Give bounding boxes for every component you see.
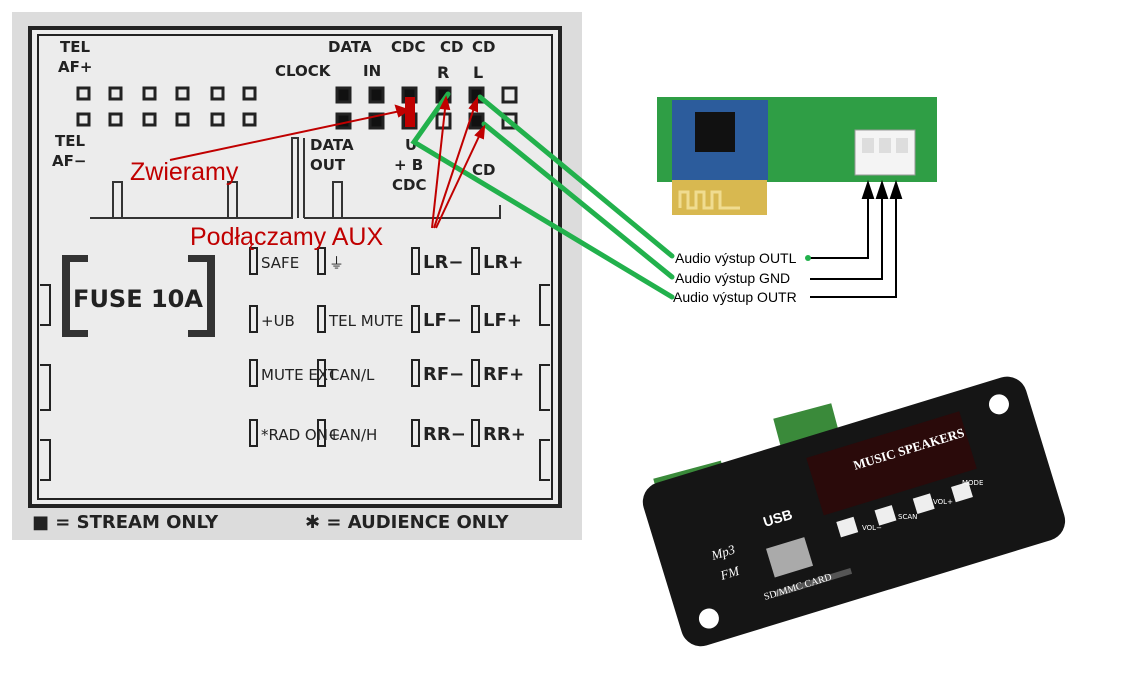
pin-bracket — [249, 305, 258, 333]
pin-label: RF+ — [483, 364, 524, 385]
label-data: DATA — [328, 38, 372, 56]
connector-panel: TEL AF+ TEL AF− DATA CDC CD CD CLOCK IN … — [12, 12, 582, 540]
pin-socket — [175, 86, 190, 101]
legend-audience-only: ✱ = AUDIENCE ONLY — [305, 512, 509, 533]
mp3-button-vol-minus[interactable]: VOL− — [862, 524, 882, 532]
pin-label: *RAD ON+ — [261, 426, 341, 444]
pin-bracket — [411, 305, 420, 333]
legend-stream-only: ■ = STREAM ONLY — [32, 512, 219, 533]
pin-label: MUTE EXT — [261, 366, 338, 384]
pin-label: CAN/H — [329, 426, 377, 444]
pin-socket — [501, 112, 518, 130]
label-tel-af-minus-1: TEL — [55, 132, 85, 150]
fuse-box: FUSE 10A — [62, 255, 215, 337]
pin-bracket — [317, 305, 326, 333]
label-gnd-cd: CD — [472, 161, 495, 179]
pin-socket — [335, 112, 352, 130]
pin-socket — [368, 86, 385, 104]
pin-bracket — [249, 359, 258, 387]
pin-label: LR+ — [483, 252, 523, 273]
pin-socket — [108, 86, 123, 101]
pin-bracket — [317, 247, 326, 275]
pin-label: RR− — [423, 424, 466, 445]
label-data-out-1: DATA — [310, 136, 354, 154]
label-audio-outr: Audio výstup OUTR — [673, 289, 797, 305]
pin-socket — [501, 86, 518, 104]
pin-bracket — [411, 419, 420, 447]
pin-grid-left — [76, 86, 257, 127]
pin-label: LR− — [423, 252, 463, 273]
pin-label: RR+ — [483, 424, 526, 445]
pin-socket — [210, 86, 225, 101]
pin-socket — [142, 86, 157, 101]
pin-bracket — [411, 359, 420, 387]
green-wires — [410, 91, 811, 300]
pin-bracket — [317, 419, 326, 447]
label-ub-2: + B — [394, 156, 423, 174]
label-audio-gnd: Audio výstup GND — [675, 270, 790, 286]
pin-socket — [76, 86, 91, 101]
pin-label: LF− — [423, 310, 462, 331]
mp3-logo-fm: FM — [718, 563, 742, 583]
fuse-label: FUSE 10A — [73, 285, 203, 313]
mp3-logo-mp3: Mp3 — [709, 541, 738, 563]
pin-socket — [242, 86, 257, 101]
label-cd-r: CD — [440, 38, 463, 56]
label-tel-af-plus-2: AF+ — [58, 58, 92, 76]
module-pin-arrows — [810, 179, 903, 298]
label-cd-l: CD — [472, 38, 495, 56]
label-data-out-2: OUT — [310, 156, 346, 174]
label-audio-outl: Audio výstup OUTL — [675, 250, 797, 266]
label-cdc: CDC — [391, 38, 425, 56]
pin-socket — [108, 112, 123, 127]
mp3-button-vol-plus[interactable]: VOL+ — [933, 498, 953, 506]
pin-bracket — [471, 419, 480, 447]
pin-bracket — [471, 359, 480, 387]
red-annotations — [169, 95, 486, 229]
pin-bracket — [471, 305, 480, 333]
pin-socket — [335, 86, 352, 104]
pin-socket — [242, 112, 257, 127]
pin-label: LF+ — [483, 310, 522, 331]
label-r: R — [437, 63, 449, 82]
pin-socket — [175, 112, 190, 127]
label-tel-af-minus-2: AF− — [52, 152, 86, 170]
pin-label: ⏚ — [329, 254, 344, 272]
pin-socket — [142, 112, 157, 127]
label-ub-3: CDC — [392, 176, 426, 194]
pin-socket — [210, 112, 225, 127]
mp3-button-scan[interactable]: SCAN — [898, 513, 917, 521]
pin-bracket — [249, 419, 258, 447]
mp3-module: MUSIC SPEAKERS USB Mp3 FM SD/MMC CARD VO… — [642, 376, 1066, 647]
annotation-zwieramy: Zwieramy — [130, 158, 239, 186]
pin-label: +UB — [261, 312, 295, 330]
annotation-podlaczamy-aux: Podłączamy AUX — [190, 223, 383, 251]
pin-label: CAN/L — [329, 366, 375, 384]
pin-label: TEL MUTE — [328, 312, 403, 330]
pin-socket — [76, 112, 91, 127]
pin-label: SAFE — [261, 254, 299, 272]
bluetooth-module-board — [657, 97, 937, 215]
label-tel-af-plus-1: TEL — [60, 38, 90, 56]
pin-label: RF− — [423, 364, 464, 385]
mp3-button-mode[interactable]: MODE — [962, 479, 983, 487]
label-l: L — [473, 63, 483, 82]
label-clock: CLOCK — [275, 62, 332, 80]
pin-bracket — [249, 247, 258, 275]
pin-bracket — [317, 359, 326, 387]
pin-bracket — [411, 247, 420, 275]
pin-bracket — [471, 247, 480, 275]
label-in: IN — [363, 62, 381, 80]
